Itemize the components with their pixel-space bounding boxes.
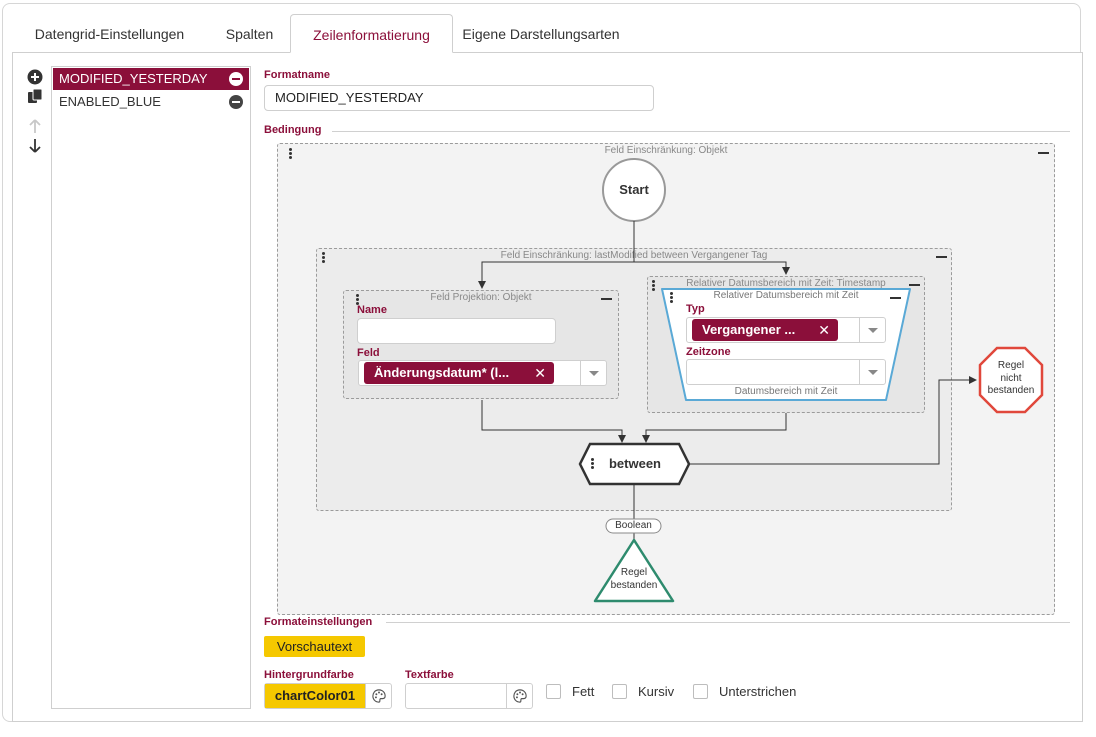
close-icon[interactable]: ✕ bbox=[818, 322, 830, 338]
typ-chip: Vergangener ... ✕ bbox=[692, 319, 838, 341]
collapse-icon[interactable] bbox=[890, 297, 901, 299]
bold-label: Fett bbox=[572, 684, 595, 699]
fail-node[interactable]: Regel nicht bestanden bbox=[981, 360, 1041, 398]
projection-box-title: Feld Projektion: Objekt bbox=[430, 292, 532, 303]
format-name: MODIFIED_YESTERDAY bbox=[59, 71, 208, 86]
fail-label-line: Regel bbox=[997, 360, 1025, 371]
format-name: ENABLED_BLUE bbox=[59, 94, 161, 109]
list-item[interactable]: ENABLED_BLUE bbox=[53, 91, 249, 113]
condition-divider bbox=[332, 131, 1070, 132]
drag-dots-icon[interactable] bbox=[669, 292, 673, 304]
formatname-label: Formatname bbox=[264, 69, 331, 81]
tab-spalten[interactable]: Spalten bbox=[225, 26, 274, 42]
drag-dots-icon[interactable] bbox=[590, 458, 594, 470]
typ-chip-label: Vergangener ... bbox=[702, 322, 796, 337]
palette-icon[interactable] bbox=[506, 684, 532, 708]
text-color-label: Textfarbe bbox=[405, 669, 454, 681]
restriction-box-title: Feld Einschränkung: lastModified between… bbox=[500, 250, 768, 261]
relative-inner-title: Relativer Datumsbereich mit Zeit bbox=[713, 290, 859, 301]
condition-label: Bedingung bbox=[264, 124, 322, 136]
relative-footer: Datumsbereich mit Zeit bbox=[734, 386, 838, 397]
typ-label: Typ bbox=[686, 303, 705, 315]
pass-node[interactable]: Regel bestanden bbox=[600, 567, 668, 592]
remove-icon[interactable] bbox=[229, 95, 243, 109]
text-color-input[interactable] bbox=[405, 683, 533, 709]
formatname-input[interactable]: MODIFIED_YESTERDAY bbox=[264, 85, 654, 111]
pass-label-line: Regel bbox=[620, 567, 648, 578]
root-box-title: Feld Einschränkung: Objekt bbox=[604, 145, 728, 156]
name-input[interactable] bbox=[357, 318, 556, 344]
pass-label-line: bestanden bbox=[610, 579, 658, 591]
text-color-value bbox=[406, 684, 506, 708]
bg-color-input[interactable]: chartColor01 bbox=[264, 683, 392, 709]
between-node[interactable]: between bbox=[608, 456, 661, 471]
drag-dots-icon[interactable] bbox=[288, 148, 292, 160]
tab-zeilenformatierung[interactable]: Zeilenformatierung bbox=[290, 14, 453, 53]
underline-checkbox[interactable] bbox=[693, 684, 708, 699]
collapse-icon[interactable] bbox=[909, 284, 920, 286]
boolean-pill: Boolean bbox=[615, 520, 652, 531]
copy-icon[interactable] bbox=[27, 88, 43, 104]
bold-checkbox[interactable] bbox=[546, 684, 561, 699]
collapse-icon[interactable] bbox=[601, 298, 612, 300]
collapse-icon[interactable] bbox=[936, 256, 947, 258]
remove-icon[interactable] bbox=[229, 72, 243, 86]
format-settings-label: Formateinstellungen bbox=[264, 616, 373, 628]
chevron-down-icon[interactable] bbox=[580, 361, 606, 385]
tab-eigene-darstellungsarten[interactable]: Eigene Darstellungsarten bbox=[462, 26, 620, 42]
collapse-icon[interactable] bbox=[1038, 152, 1049, 154]
close-icon[interactable]: ✕ bbox=[534, 365, 546, 381]
zeitzone-select[interactable] bbox=[686, 359, 886, 385]
arrow-up-icon bbox=[27, 118, 43, 134]
drag-dots-icon[interactable] bbox=[355, 294, 359, 306]
projection-box: Feld Projektion: Objekt Name Feld Änderu… bbox=[343, 290, 619, 399]
add-icon[interactable] bbox=[27, 69, 43, 85]
typ-select[interactable]: Vergangener ... ✕ bbox=[686, 317, 886, 343]
chevron-down-icon[interactable] bbox=[859, 318, 885, 342]
bg-color-label: Hintergrundfarbe bbox=[264, 669, 354, 681]
drag-dots-icon[interactable] bbox=[321, 252, 325, 264]
tab-datengrid-einstellungen[interactable]: Datengrid-Einstellungen bbox=[34, 26, 185, 42]
italic-checkbox[interactable] bbox=[612, 684, 627, 699]
drag-dots-icon[interactable] bbox=[651, 280, 655, 292]
feld-chip-label: Änderungsdatum* (l... bbox=[374, 365, 510, 380]
preview-text: Vorschautext bbox=[264, 636, 365, 657]
format-settings-divider bbox=[386, 622, 1070, 623]
start-node[interactable]: Start bbox=[619, 182, 649, 197]
arrow-down-icon[interactable] bbox=[27, 138, 43, 154]
name-label: Name bbox=[357, 304, 387, 316]
fail-label-line: nicht bbox=[1000, 372, 1022, 384]
format-list: MODIFIED_YESTERDAY ENABLED_BLUE bbox=[51, 66, 251, 709]
palette-icon[interactable] bbox=[365, 684, 391, 708]
relative-outer-title: Relativer Datumsbereich mit Zeit: Timest… bbox=[686, 278, 886, 289]
chevron-down-icon[interactable] bbox=[859, 360, 885, 384]
feld-label: Feld bbox=[357, 347, 380, 359]
bg-color-value: chartColor01 bbox=[265, 684, 365, 708]
feld-select[interactable]: Änderungsdatum* (l... ✕ bbox=[358, 360, 607, 386]
feld-chip: Änderungsdatum* (l... ✕ bbox=[364, 362, 554, 384]
fail-label-line: bestanden bbox=[987, 385, 1035, 396]
list-item[interactable]: MODIFIED_YESTERDAY bbox=[53, 68, 249, 90]
zeitzone-label: Zeitzone bbox=[686, 346, 731, 358]
underline-label: Unterstrichen bbox=[719, 684, 797, 699]
italic-label: Kursiv bbox=[638, 684, 675, 699]
